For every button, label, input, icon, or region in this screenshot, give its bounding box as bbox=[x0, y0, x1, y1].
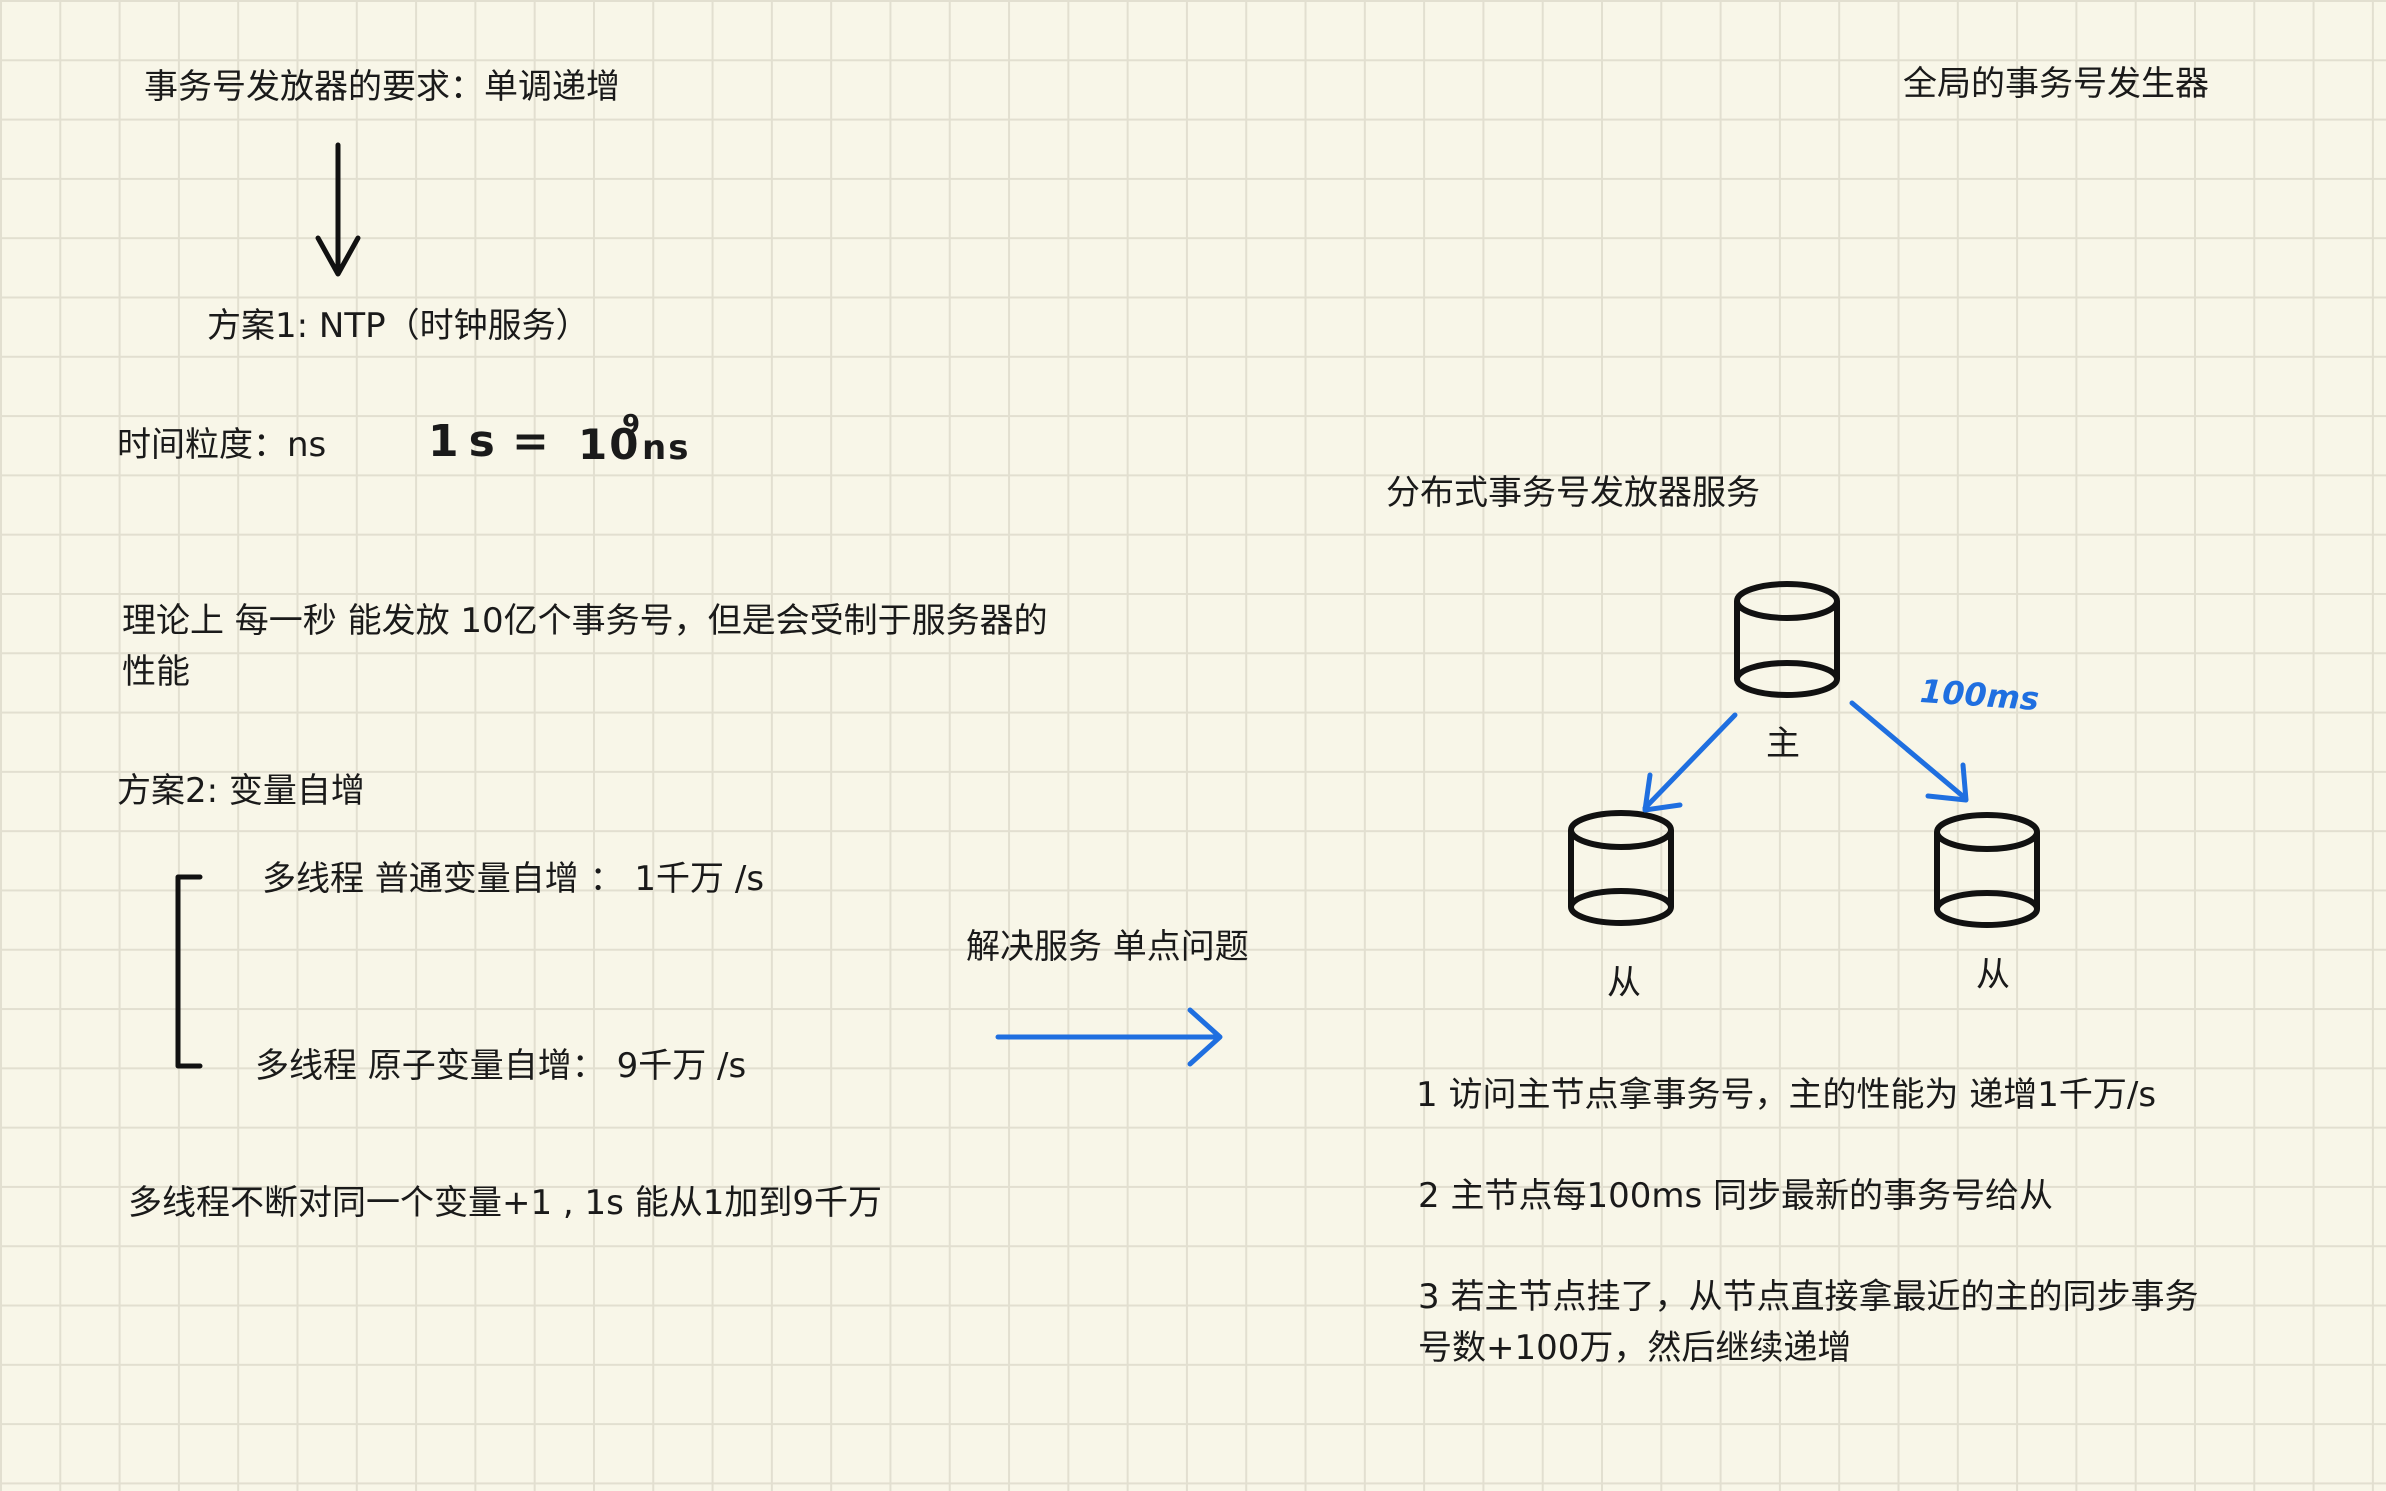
theory-text-line2: 性能 bbox=[122, 652, 190, 692]
slave-left-db-icon bbox=[1568, 810, 1674, 926]
slave-left-label: 从 bbox=[1607, 963, 1641, 1003]
requirement-text: 事务号发放器的要求：单调递增 bbox=[144, 67, 620, 107]
formula-lhs: 1s bbox=[428, 416, 505, 467]
formula-base: 10 bbox=[578, 420, 641, 469]
plan2-text: 方案2: 变量自增 bbox=[117, 771, 365, 811]
group-bracket bbox=[175, 874, 203, 1069]
normal-increment-text: 多线程 普通变量自增 ： 1千万 /s bbox=[262, 859, 765, 899]
solve-single-point-text: 解决服务 单点问题 bbox=[966, 927, 1249, 967]
granularity-text: 时间粒度：ns bbox=[117, 425, 327, 465]
formula-unit: ns bbox=[642, 428, 691, 468]
distributed-service-title: 分布式事务号发放器服务 bbox=[1386, 473, 1760, 513]
note-3-line1: 3 若主节点挂了，从节点直接拿最近的主的同步事务 bbox=[1418, 1277, 2199, 1317]
summary-text: 多线程不断对同一个变量+1 , 1s 能从1加到9千万 bbox=[128, 1183, 882, 1223]
handwritten-formula: 1s = 10 9 ns bbox=[428, 410, 708, 482]
slave-right-db-icon bbox=[1934, 812, 2040, 928]
atomic-increment-text: 多线程 原子变量自增： 9千万 /s bbox=[255, 1046, 747, 1086]
sync-arrow-left bbox=[1642, 712, 1738, 813]
global-generator-title: 全局的事务号发生器 bbox=[1903, 64, 2209, 104]
down-arrow bbox=[315, 142, 361, 277]
solve-arrow bbox=[995, 1007, 1223, 1067]
note-3-line2: 号数+100万，然后继续递增 bbox=[1418, 1328, 1852, 1368]
note-2: 2 主节点每100ms 同步最新的事务号给从 bbox=[1418, 1176, 2053, 1216]
slave-right-label: 从 bbox=[1976, 955, 2010, 995]
formula-exponent: 9 bbox=[622, 410, 641, 440]
theory-text-line1: 理论上 每一秒 能发放 10亿个事务号，但是会受制于服务器的 bbox=[122, 601, 1048, 641]
formula-equals: = bbox=[512, 416, 549, 467]
sync-arrow-right bbox=[1849, 700, 1969, 803]
plan1-text: 方案1: NTP（时钟服务） bbox=[207, 306, 590, 346]
master-label: 主 bbox=[1766, 724, 1800, 764]
master-db-icon bbox=[1734, 581, 1840, 698]
note-1: 1 访问主节点拿事务号，主的性能为 递增1千万/s bbox=[1416, 1075, 2157, 1115]
